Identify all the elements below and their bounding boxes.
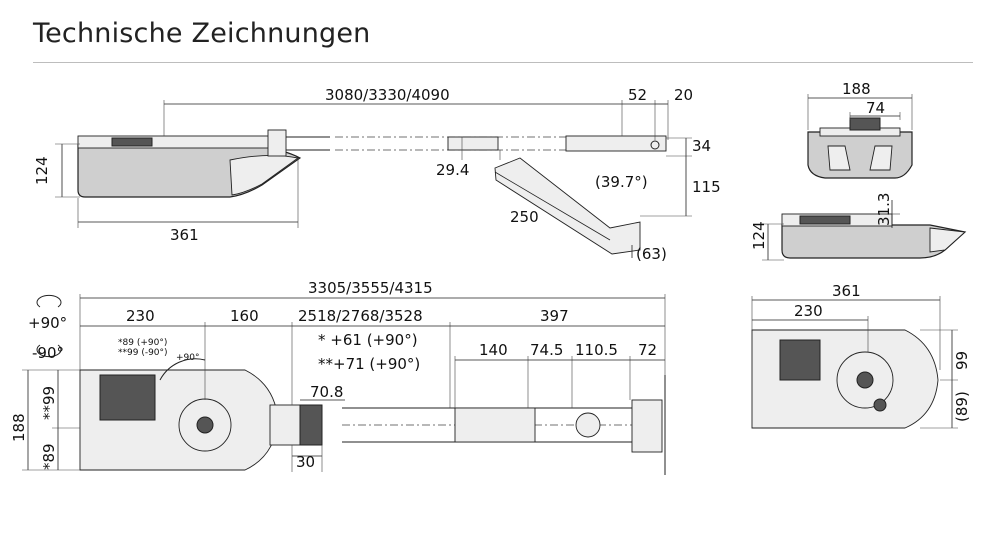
motor-top-side xyxy=(77,135,279,149)
rail-left xyxy=(286,136,330,151)
dim-34: 34 xyxy=(692,137,711,155)
dim-dstar99: **99 xyxy=(40,386,58,420)
page-title: Technische Zeichnungen xyxy=(33,18,371,49)
angle-39-7: (39.7°) xyxy=(595,173,648,191)
front-rail xyxy=(849,117,881,131)
right-light xyxy=(929,227,967,253)
rotate-ccw-icon xyxy=(36,344,62,358)
dim-20: 20 xyxy=(674,86,693,104)
dim-89-bottom: (89) xyxy=(953,391,971,422)
bottom-block xyxy=(779,339,821,381)
right-side-view: 124 31.3 xyxy=(750,193,967,261)
bottom-screw xyxy=(873,398,887,412)
dim-124-right: 124 xyxy=(750,221,768,250)
dim-250: 250 xyxy=(510,208,539,226)
rotate-pos-label: +90° xyxy=(28,314,67,332)
note-star: * +61 (+90°) xyxy=(318,331,418,349)
small-note-1: *89 (+90°) xyxy=(118,338,167,348)
rail-bracket-top xyxy=(269,404,301,446)
motor-dark-block xyxy=(99,374,156,421)
dim-overall: 3305/3555/4315 xyxy=(308,279,433,297)
side-view: 124 361 3080/3330/4090 52 20 34 29.4 115… xyxy=(33,86,721,263)
dim-rail-length: 3080/3330/4090 xyxy=(325,86,450,104)
dim-230-top: 230 xyxy=(126,307,155,325)
title-divider xyxy=(33,62,973,63)
motor-block-side xyxy=(111,137,153,147)
dim-188-front: 188 xyxy=(842,80,871,98)
carriage-top xyxy=(454,407,536,443)
dim-115: 115 xyxy=(692,178,721,196)
rail-start-top xyxy=(299,404,323,446)
dim-361-side: 361 xyxy=(170,226,199,244)
dim-31-3: 31.3 xyxy=(875,193,893,226)
dim-travel: 2518/2768/3528 xyxy=(298,307,423,325)
light-cover-side xyxy=(229,154,300,196)
carriage-wheel xyxy=(575,412,601,438)
rotate-cw-icon xyxy=(36,294,62,308)
dim-72: 72 xyxy=(638,341,657,359)
dim-52: 52 xyxy=(628,86,647,104)
dim-140: 140 xyxy=(479,341,508,359)
dim-29-4: 29.4 xyxy=(436,161,469,179)
front-housing xyxy=(807,131,913,179)
front-right-lens xyxy=(869,145,893,171)
dim-99-bottom: 99 xyxy=(953,351,971,370)
front-view: 188 74 xyxy=(807,80,913,179)
dim-30: 30 xyxy=(296,453,315,471)
carriage-side xyxy=(447,136,499,151)
door-arm-side xyxy=(494,157,641,255)
dim-110-5: 110.5 xyxy=(575,341,618,359)
pivot-side xyxy=(650,140,660,150)
top-view: +90° -90° 3305/3555/4315 230 160 2518/27… xyxy=(10,279,666,475)
dim-124-side: 124 xyxy=(33,156,51,185)
rail-end-side xyxy=(565,135,667,152)
front-left-lens xyxy=(827,145,851,171)
small-note-2: **99 (-90°) xyxy=(118,348,168,358)
dim-70-8: 70.8 xyxy=(310,383,343,401)
dim-74-front: 74 xyxy=(866,99,885,117)
rail-mount-side xyxy=(267,129,287,157)
dim-188-top: 188 xyxy=(10,413,28,442)
small-note-3: +90° xyxy=(176,353,200,363)
rotation-arc xyxy=(159,358,206,381)
bottom-gear-center xyxy=(856,371,874,389)
rotate-neg-label: -90° xyxy=(32,344,64,362)
note-dstar: **+71 (+90°) xyxy=(318,355,420,373)
dim-160-top: 160 xyxy=(230,307,259,325)
dim-361-bottom: 361 xyxy=(832,282,861,300)
dim-star89: *89 xyxy=(40,443,58,470)
right-motor-block xyxy=(799,215,851,225)
dim-230-bottom: 230 xyxy=(794,302,823,320)
dim-397: 397 xyxy=(540,307,569,325)
rail-end-top xyxy=(631,399,663,453)
bottom-view: 361 230 99 (89) xyxy=(751,282,971,429)
motor-gear-center xyxy=(196,416,214,434)
dim-74-5: 74.5 xyxy=(530,341,563,359)
dim-63: (63) xyxy=(636,245,667,263)
